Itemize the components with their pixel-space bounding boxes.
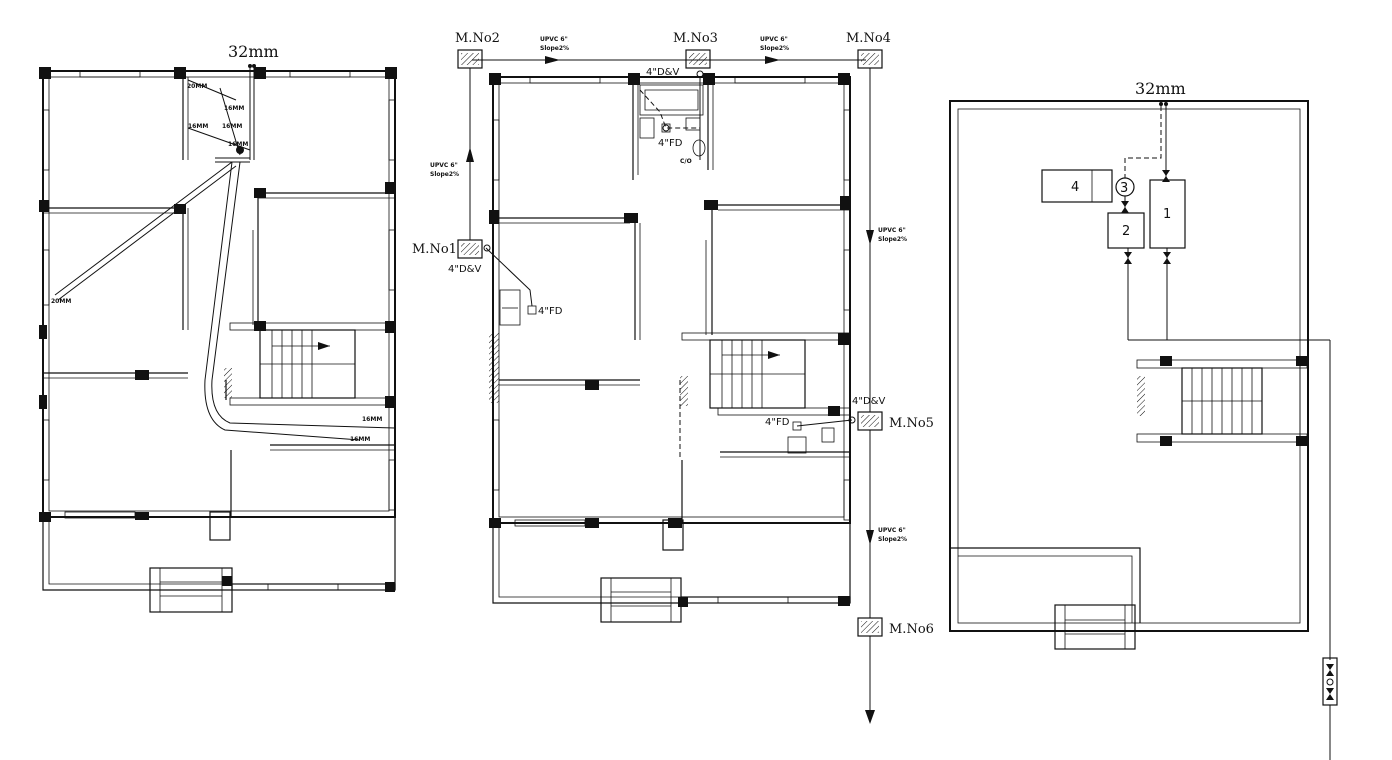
pipe-slope-label: Slope2% — [760, 45, 789, 52]
pipe-spec-label: UPVC 6" — [540, 36, 568, 43]
pipe-spec-label: UPVC 6" — [878, 527, 906, 534]
left-supply-label: 32mm — [228, 42, 279, 61]
tank-1-label: 1 — [1163, 207, 1171, 222]
fd-label: 4"FD — [658, 138, 683, 149]
pipe-spec-label: UPVC 6" — [430, 162, 458, 169]
cleanout-label: C/O — [680, 158, 692, 165]
terrace-steps — [1054, 604, 1136, 650]
manhole-label: M.No3 — [673, 31, 718, 46]
pipe-slope-label: Slope2% — [878, 536, 907, 543]
tank-4 — [1041, 169, 1113, 203]
dv-label: 4"D&V — [448, 264, 481, 275]
pipe-label: 16MM — [362, 416, 382, 423]
middle-staircase — [709, 339, 806, 409]
left-staircase — [259, 329, 356, 399]
pipe-label: 16MM — [228, 141, 248, 148]
pipe-label: 16MM — [222, 123, 242, 130]
pipe-slope-label: Slope2% — [540, 45, 569, 52]
manholes — [457, 49, 883, 637]
terrace-staircase — [1136, 356, 1309, 446]
pipe-spec-label: UPVC 6" — [760, 36, 788, 43]
dv-label: 4"D&V — [852, 396, 885, 407]
manhole-label: M.No1 — [412, 242, 457, 257]
left-water-supply-pipes — [54, 64, 396, 441]
bathroom-fixtures — [499, 84, 835, 454]
middle-floor-plan — [457, 49, 883, 724]
pipe-label: 16MM — [350, 436, 370, 443]
pipe-slope-label: Slope2% — [878, 236, 907, 243]
pipe-slope-label: Slope2% — [430, 171, 459, 178]
left-floor-plan — [39, 64, 397, 613]
pipe-label: 20MM — [51, 298, 71, 305]
pipe-spec-label: UPVC 6" — [878, 227, 906, 234]
pipe-label: 20MM — [187, 83, 207, 90]
tank-2-label: 2 — [1122, 224, 1130, 239]
manhole-label: M.No6 — [889, 622, 934, 637]
right-supply-label: 32mm — [1135, 79, 1186, 98]
right-terrace-plan — [949, 100, 1338, 760]
manhole-label: M.No5 — [889, 416, 934, 431]
water-meter — [1322, 657, 1338, 706]
tank-4-label: 4 — [1071, 180, 1079, 195]
drainage-lines — [466, 56, 875, 724]
manhole-label: M.No2 — [455, 31, 500, 46]
tank-3-label: 3 — [1120, 181, 1128, 196]
middle-entry-steps — [600, 577, 682, 623]
manhole-label: M.No4 — [846, 31, 891, 46]
fd-label: 4"FD — [765, 417, 790, 428]
terrace-parapet — [949, 100, 1309, 632]
left-entry-steps — [149, 567, 233, 613]
pipe-label: 16MM — [188, 123, 208, 130]
pipe-label: 16MM — [224, 105, 244, 112]
fd-label: 4"FD — [538, 306, 563, 317]
dv-label: 4"D&V — [646, 67, 679, 78]
terrace-pipes — [1121, 102, 1338, 760]
